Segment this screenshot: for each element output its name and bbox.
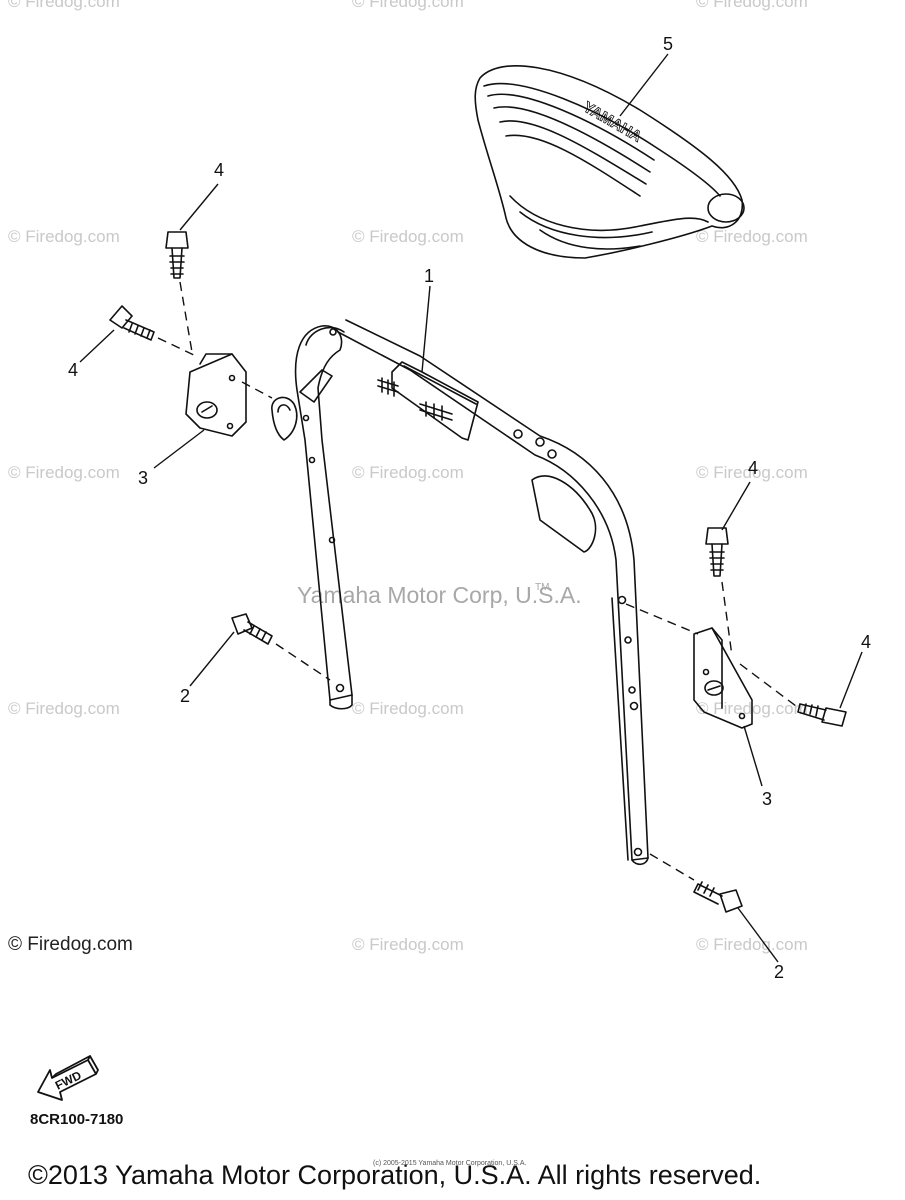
handlebar-frame <box>271 319 649 866</box>
bolt <box>231 613 273 645</box>
tiny-notice: (c) 2005-2015 Yamaha Motor Corporation, … <box>373 1160 527 1167</box>
watermark: © Firedog.com <box>352 699 464 718</box>
copyright-notice: ©2013 Yamaha Motor Corporation, U.S.A. A… <box>28 1160 762 1190</box>
callout-part-5: 5 <box>663 34 674 54</box>
callout-part-1: 1 <box>424 266 435 286</box>
callout-part-4: 4 <box>861 632 872 652</box>
callout-part-2: 2 <box>180 686 191 706</box>
mount-bracket-right <box>693 627 753 729</box>
bolt <box>693 881 743 913</box>
callout-part-4: 4 <box>748 458 759 478</box>
bolt <box>165 231 189 279</box>
watermark: © Firedog.com <box>696 935 808 954</box>
bolt <box>797 703 847 727</box>
watermark: © Firedog.com <box>696 227 808 246</box>
callout-part-3: 3 <box>138 468 149 488</box>
watermark: © Firedog.com <box>352 227 464 246</box>
trademark-mark: TM <box>535 582 550 593</box>
fwd-arrow-icon: FWD <box>37 1055 99 1101</box>
watermark: © Firedog.com <box>352 0 464 11</box>
watermark: © Firedog.com <box>8 699 120 718</box>
mount-bracket-left <box>185 353 247 437</box>
leader-lines <box>79 53 863 963</box>
diagram-code: 8CR100-7180 <box>30 1111 124 1128</box>
watermark: © Firedog.com <box>8 0 120 11</box>
callout-part-4: 4 <box>214 160 225 180</box>
watermark: © Firedog.com <box>8 934 133 955</box>
callout-part-2: 2 <box>774 962 785 982</box>
bolt <box>705 527 729 577</box>
watermark: © Firedog.com <box>352 935 464 954</box>
bolt <box>109 305 155 341</box>
watermark: © Firedog.com <box>8 227 120 246</box>
watermark: © Firedog.com <box>696 463 808 482</box>
callout-part-3: 3 <box>762 789 773 809</box>
watermark: © Firedog.com <box>696 0 808 11</box>
seat-pad <box>474 64 745 259</box>
callout-part-4: 4 <box>68 360 79 380</box>
watermark: © Firedog.com <box>8 463 120 482</box>
center-watermark: Yamaha Motor Corp, U.S.A. <box>297 582 582 608</box>
watermark: © Firedog.com <box>352 463 464 482</box>
assembly-lines <box>157 281 797 881</box>
